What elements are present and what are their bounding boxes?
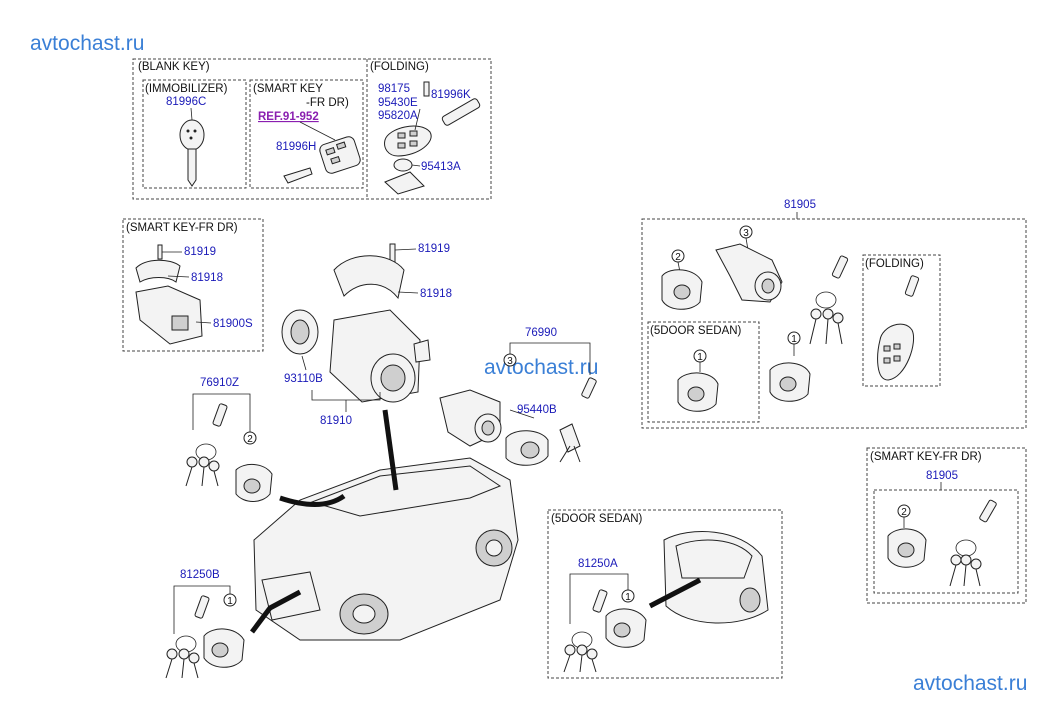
- label-76910Z: 76910Z: [200, 377, 239, 389]
- callout-2-left-num: 2: [247, 434, 253, 445]
- car-sedan-drawing: [253, 457, 519, 641]
- callout-3-set-num: 3: [743, 228, 749, 239]
- steering-lock-drawing: [281, 243, 431, 403]
- label-81919-mid: 81919: [418, 243, 450, 255]
- five-door-sedan-right-box: [647, 321, 760, 423]
- callout-1-bottom-box-num: 1: [625, 592, 631, 603]
- immobilizer-box: [142, 79, 247, 189]
- callout-3-center-num: 3: [507, 356, 513, 367]
- smart-key-box: [249, 79, 364, 189]
- set-81905-box: [641, 218, 1027, 429]
- smart-key-housing-drawing: [135, 244, 203, 345]
- ignition-cylinder-drawing: [439, 377, 597, 466]
- label-95820A: 95820A: [378, 110, 418, 122]
- label-93110B: 93110B: [284, 373, 323, 385]
- label-81905-right: 81905: [926, 470, 958, 482]
- smart-key-right-set-drawing: [887, 499, 997, 587]
- callout-1-set-num: 1: [791, 334, 797, 345]
- callout-2-smart-right-num: 2: [901, 507, 907, 518]
- blank-key-box: [132, 58, 492, 200]
- label-81250B: 81250B: [180, 569, 220, 581]
- label-81910: 81910: [320, 415, 352, 427]
- label-81996H: 81996H: [276, 141, 316, 153]
- callout-3-center: [503, 353, 517, 367]
- label-81919-left: 81919: [184, 246, 216, 258]
- callout-2-left: [243, 431, 257, 445]
- smart-key-fr-dr-left-box: [122, 218, 264, 352]
- folding-right-heading: (FOLDING): [865, 258, 924, 270]
- immobilizer-key-drawing: [179, 119, 205, 187]
- label-81250A: 81250A: [578, 558, 618, 570]
- smart-key-heading-2: -FR DR): [306, 97, 349, 109]
- label-81918-mid: 81918: [420, 288, 452, 300]
- watermark-center: avtochast.ru: [484, 356, 598, 379]
- five-door-sedan-bottom-box: [547, 509, 783, 679]
- five-door-sedan-right-heading: (5DOOR SEDAN): [650, 325, 742, 337]
- hatchback-rear-drawing: [663, 531, 769, 624]
- ref-91-952-link[interactable]: REF.91-952: [258, 111, 319, 123]
- label-81900S: 81900S: [213, 318, 253, 330]
- trunk-key-set-left-drawing: [165, 595, 245, 679]
- label-81918-left: 81918: [191, 272, 223, 284]
- folding-key-drawing: [384, 81, 481, 195]
- folding-right-box: [862, 254, 941, 387]
- label-95413A: 95413A: [421, 161, 461, 173]
- immobilizer-heading: (IMMOBILIZER): [145, 83, 228, 95]
- label-95440B: 95440B: [517, 404, 557, 416]
- five-door-sedan-bottom-heading: (5DOOR SEDAN): [551, 513, 643, 525]
- key-set-81905-drawing: [661, 237, 920, 412]
- door-key-set-left-drawing: [185, 403, 273, 502]
- blank-key-heading: (BLANK KEY): [138, 61, 210, 73]
- label-76990: 76990: [525, 327, 557, 339]
- watermark-bottom-right: avtochast.ru: [913, 672, 1027, 695]
- watermark-top-left: avtochast.ru: [30, 32, 144, 55]
- callout-2-set-num: 2: [675, 252, 681, 263]
- label-81905-top: 81905: [784, 199, 816, 211]
- label-95430E: 95430E: [378, 97, 418, 109]
- smart-key-right-inner-box: [873, 489, 1019, 594]
- label-81996K: 81996K: [431, 89, 471, 101]
- trunk-key-set-box-drawing: [563, 589, 647, 673]
- label-81996C: 81996C: [166, 96, 206, 108]
- smart-key-fr-dr-right-box: [866, 447, 1027, 604]
- smart-key-fr-dr-left-heading: (SMART KEY-FR DR): [126, 222, 238, 234]
- callout-1-sedan-box-num: 1: [697, 352, 703, 363]
- callout-1-bottom-left: [223, 593, 237, 607]
- smart-key-heading-1: (SMART KEY: [253, 83, 323, 95]
- smart-key-fr-dr-right-heading: (SMART KEY-FR DR): [870, 451, 982, 463]
- callout-1-bottom-box: [621, 589, 635, 603]
- label-98175: 98175: [378, 83, 410, 95]
- callout-1-bottom-left-num: 1: [227, 596, 233, 607]
- smart-key-fob-drawing: [283, 136, 361, 184]
- folding-heading: (FOLDING): [370, 61, 429, 73]
